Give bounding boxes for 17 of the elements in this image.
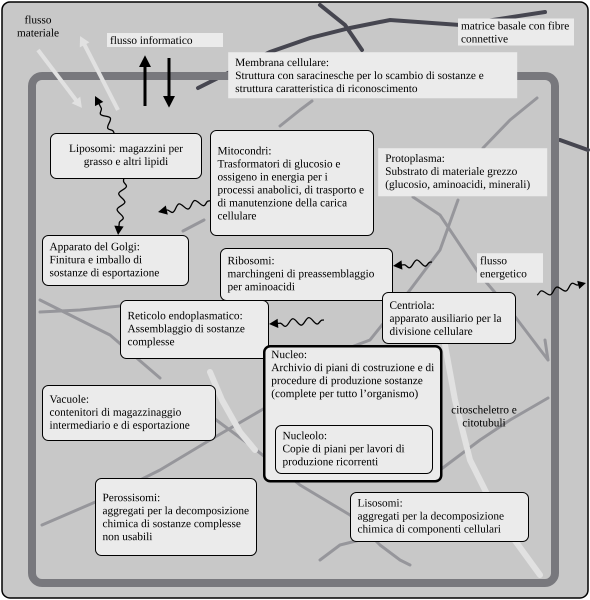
organelle-box: Vacuole: contenitori di magazzinaggio intermediario e di esportazione: [42, 385, 216, 441]
text-box: Membrana cellulare: Struttura con saracinesche per lo scambio di sostanze e struttura caratteristica di riconoscimento: [228, 52, 518, 98]
organelle-box: Centriola: apparato ausiliario per la divisione cellulare: [382, 292, 516, 344]
organelle-box: Apparato del Golgi: Finitura e imballo di sostanze di esportazione: [42, 235, 189, 286]
organelle-box: Ribosomi: marchingeni di preassemblaggio per aminoacidi: [220, 248, 393, 301]
organelle-box: Mitocondri: Trasformatori di glucosio e ossigeno in energia per i processi anabolici, di trasporto e di manutenzione della carica cellulare: [210, 130, 374, 236]
organelle-box: Reticolo endoplasmatico: Assemblaggio di sostanze complesse: [120, 300, 269, 359]
label-text: citoscheletro e citotubuli: [452, 406, 516, 426]
label-text: flusso materiale: [17, 15, 59, 37]
label-text: flusso informatico: [107, 32, 223, 48]
organelle-box: Liposomi: magazzini per grasso e altri lipidi: [50, 133, 202, 179]
organelle-box: Lisosomi: aggregati per la decomposizione chimica di componenti cellulari: [350, 492, 529, 542]
label-text: flusso energetico: [477, 253, 543, 283]
label-text: matrice basale con fibre connettive: [458, 18, 574, 46]
text-box: Protoplasma: Substrato di materiale grezzo (glucosio, aminoacidi, minerali): [378, 148, 548, 196]
organelle-box: Nucleolo: Copie di piani per lavori di produzione ricorrenti: [275, 425, 433, 474]
organelle-box: Perossisomi: aggregati per la decomposizione chimica di sostanze complesse non usabili: [95, 478, 257, 556]
